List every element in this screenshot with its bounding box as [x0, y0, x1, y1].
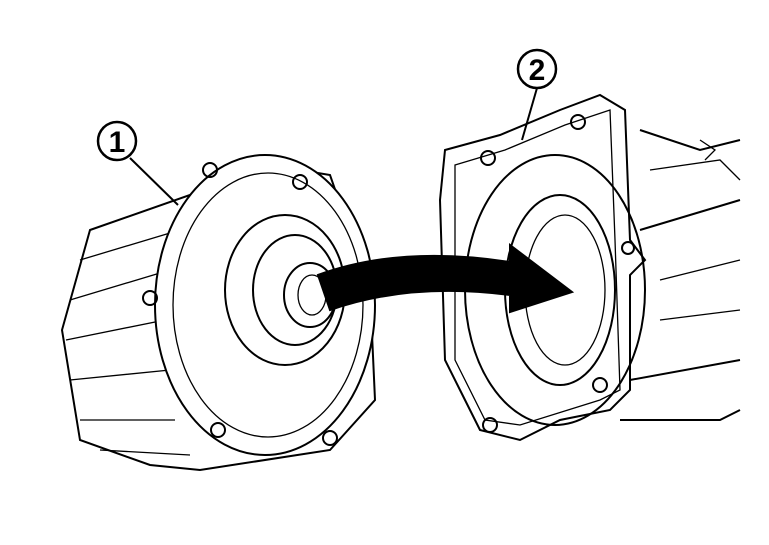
transfer-assembly-part-1: [60, 154, 377, 472]
callout-2-label: 2: [529, 54, 546, 87]
leader-line-1: [129, 157, 179, 206]
leader-line-2: [521, 87, 538, 141]
housing-part-2: [438, 93, 741, 442]
assembly-direction-arrow: [316, 242, 575, 314]
callout-2: 2: [516, 48, 558, 90]
callout-1-label: 1: [109, 126, 126, 159]
callout-1: 1: [96, 120, 138, 162]
